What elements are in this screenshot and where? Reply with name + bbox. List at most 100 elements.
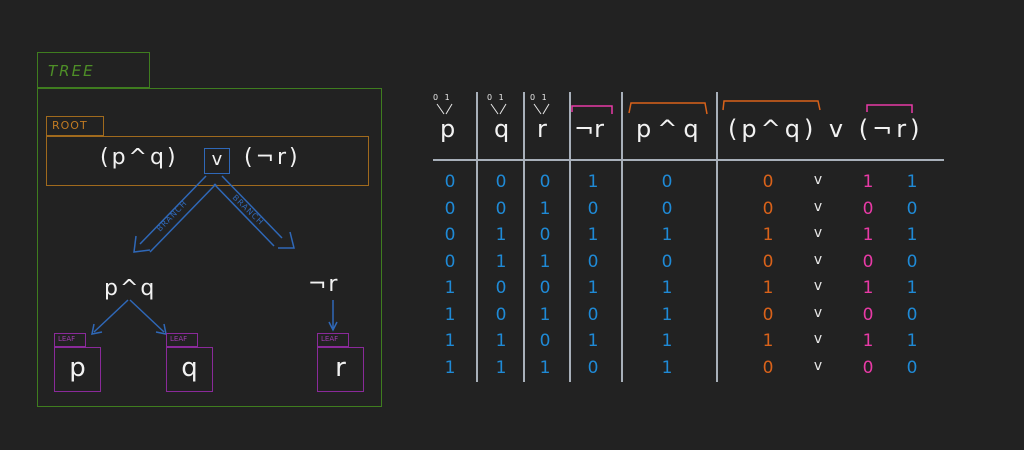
cell-r: 1: [539, 251, 551, 272]
cell-operator: v: [813, 331, 823, 347]
cell-r: 1: [539, 357, 551, 378]
cell-result: 0: [906, 198, 918, 219]
leaf-r: r: [317, 347, 364, 392]
cell-left-operand: 0: [762, 357, 774, 378]
cell-right-operand: 1: [862, 331, 874, 351]
leaf-tab-q: LEAF: [166, 333, 198, 347]
col-divider-3: [569, 92, 571, 382]
header-q: q: [494, 115, 510, 143]
cell-left-operand: 0: [762, 198, 774, 219]
cell-result: 1: [906, 331, 918, 351]
col-divider-2: [523, 92, 525, 382]
header-p: p: [440, 115, 456, 143]
cell-left-operand: 1: [762, 278, 774, 298]
header-result: (p^q) v (¬r): [728, 115, 924, 143]
col-divider-1: [476, 92, 478, 382]
cell-q: 1: [495, 357, 507, 378]
cell-result: 1: [906, 172, 918, 192]
cell-operator: v: [813, 225, 823, 241]
root-node: [46, 136, 369, 186]
cell-q: 0: [495, 172, 507, 192]
cell-p: 1: [444, 278, 456, 298]
root-label: ROOT: [52, 119, 88, 132]
cell-right-operand: 0: [862, 198, 874, 219]
col-divider-5: [716, 92, 718, 382]
cell-p: 0: [444, 198, 456, 219]
cell-r: 0: [539, 172, 551, 192]
cell-not-r: 0: [587, 357, 599, 378]
value-hint-p: 0 1: [433, 93, 452, 102]
cell-q: 1: [495, 251, 507, 272]
cell-result: 1: [906, 278, 918, 298]
cell-not-r: 1: [587, 172, 599, 192]
leaf-q: q: [166, 347, 213, 392]
cell-result: 1: [906, 225, 918, 245]
cell-right-operand: 0: [862, 357, 874, 378]
cell-p-and-q: 1: [661, 357, 673, 378]
root-right-expr: (¬r): [244, 145, 301, 170]
cell-left-operand: 0: [762, 172, 774, 192]
cell-not-r: 0: [587, 251, 599, 272]
cell-operator: v: [813, 357, 823, 374]
cell-operator: v: [813, 198, 823, 215]
cell-p-and-q: 0: [661, 172, 673, 192]
cell-p: 0: [444, 251, 456, 272]
cell-operator: v: [813, 278, 823, 294]
tree-frame: [37, 88, 382, 407]
cell-not-r: 1: [587, 225, 599, 245]
cell-p: 1: [444, 331, 456, 351]
cell-p: 0: [444, 225, 456, 245]
cell-result: 0: [906, 251, 918, 272]
leaf-tab-p: LEAF: [54, 333, 86, 347]
cell-left-operand: 1: [762, 331, 774, 351]
cell-r: 0: [539, 278, 551, 298]
value-hint-r: 0 1: [530, 93, 549, 102]
header-r: r: [537, 115, 547, 143]
cell-operator: v: [813, 172, 823, 188]
root-left-expr: (p^q): [100, 145, 179, 170]
cell-p-and-q: 1: [661, 304, 673, 325]
cell-result: 0: [906, 357, 918, 378]
cell-p: 0: [444, 172, 456, 192]
cell-p-and-q: 0: [661, 251, 673, 272]
cell-q: 0: [495, 304, 507, 325]
cell-not-r: 0: [587, 198, 599, 219]
leaf-p: p: [54, 347, 101, 392]
cell-q: 1: [495, 225, 507, 245]
cell-p-and-q: 1: [661, 225, 673, 245]
cell-left-operand: 0: [762, 251, 774, 272]
cell-p-and-q: 1: [661, 278, 673, 298]
cell-p-and-q: 1: [661, 331, 673, 351]
root-operator: v: [204, 148, 230, 174]
leaf-tab-r: LEAF: [317, 333, 349, 347]
cell-p: 1: [444, 304, 456, 325]
cell-left-operand: 1: [762, 225, 774, 245]
header-p-and-q: p^q: [636, 115, 705, 143]
cell-not-r: 1: [587, 331, 599, 351]
node-not-r: ¬r: [308, 272, 340, 297]
cell-p-and-q: 0: [661, 198, 673, 219]
cell-q: 0: [495, 278, 507, 298]
tree-tab: TREE: [37, 52, 150, 88]
cell-right-operand: 1: [862, 278, 874, 298]
cell-r: 1: [539, 198, 551, 219]
value-hint-q: 0 1: [487, 93, 506, 102]
cell-result: 0: [906, 304, 918, 325]
node-p-and-q: p^q: [104, 276, 157, 301]
cell-not-r: 0: [587, 304, 599, 325]
cell-right-operand: 1: [862, 225, 874, 245]
col-divider-4: [621, 92, 623, 382]
cell-left-operand: 0: [762, 304, 774, 325]
cell-p: 1: [444, 357, 456, 378]
cell-r: 1: [539, 304, 551, 325]
cell-operator: v: [813, 304, 823, 321]
cell-r: 0: [539, 331, 551, 351]
root-tab: ROOT: [46, 116, 104, 136]
cell-q: 1: [495, 331, 507, 351]
cell-right-operand: 0: [862, 304, 874, 325]
cell-right-operand: 1: [862, 172, 874, 192]
cell-r: 0: [539, 225, 551, 245]
cell-operator: v: [813, 251, 823, 268]
